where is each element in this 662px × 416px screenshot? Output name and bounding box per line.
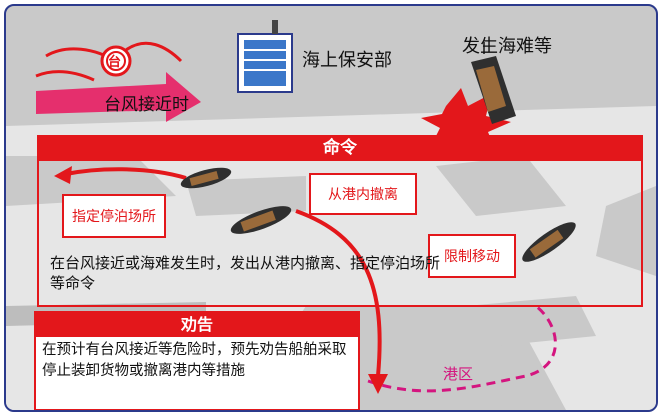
ship-icon: [230, 206, 292, 234]
pier-right: [436, 156, 566, 216]
port-area-label: 港区: [443, 365, 474, 383]
disaster-label: 发生海难等: [462, 36, 552, 57]
advice-box: 劝告 在预计有台风接近等危险时，预先劝告船舶采取停止装卸货物或撤离港内等措施: [34, 311, 360, 410]
evacuation-arrow: [295, 209, 382, 377]
ship-icon: [522, 222, 576, 262]
evacuation-arrowhead: [368, 374, 388, 394]
port-boundary-line: [367, 304, 557, 393]
typhoon-icon: [35, 41, 183, 82]
designated-anchorage-box: 指定停泊场所: [62, 194, 166, 238]
diagram-frame: 台风接近时 台 海上保安部 发生海难等 命令 指定停泊场所 从港内撤离 限制移动…: [4, 4, 658, 412]
anchorage-arrow: [65, 167, 187, 180]
building-icon: [237, 20, 293, 93]
ship-icon: [180, 167, 232, 189]
typhoon-arrow: [36, 72, 201, 122]
anchorage-arrowhead: [54, 166, 72, 184]
advice-text: 在预计有台风接近等危险时，预先劝告船舶采取停止装卸货物或撤离港内等措施: [42, 342, 347, 379]
pier-bottom: [466, 296, 596, 346]
order-description: 在台风接近或海难发生时，发出从港内撤离、指定停泊场所等命令: [50, 254, 441, 292]
movement-restriction-box: 限制移动: [428, 234, 516, 278]
coast-guard-label: 海上保安部: [302, 50, 392, 71]
wrecked-ship-icon: [471, 42, 516, 124]
order-title: 命令: [37, 135, 643, 161]
advice-title: 劝告: [36, 313, 358, 337]
typhoon-label: 台风接近时: [104, 95, 189, 115]
typhoon-symbol: 台: [108, 55, 122, 70]
pier-center: [186, 176, 306, 216]
evacuate-port-box: 从港内撤离: [309, 173, 417, 215]
